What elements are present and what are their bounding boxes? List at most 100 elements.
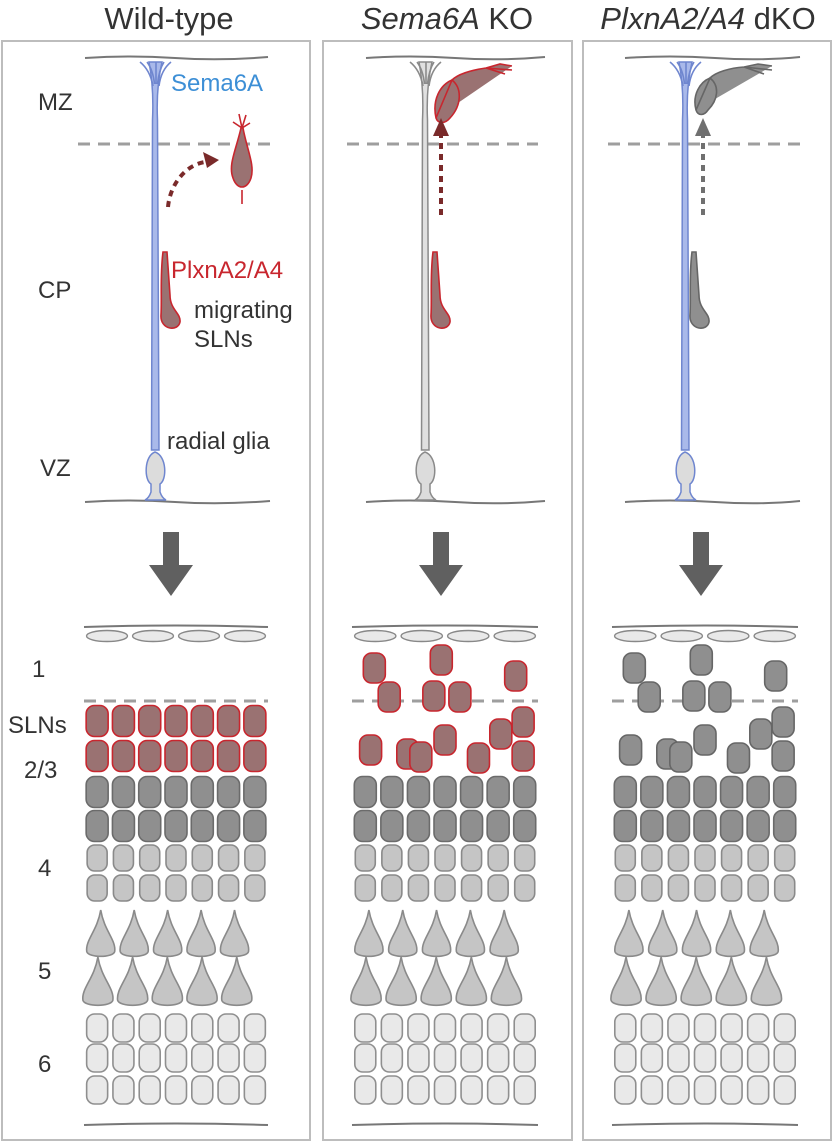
sln-cell: [85, 739, 109, 773]
layer23-cell: [693, 809, 717, 843]
layer4-cell: [244, 844, 266, 872]
layer4-cell: [434, 844, 456, 872]
layer6-cell: [513, 1013, 537, 1043]
layer6-cell: [433, 1013, 457, 1043]
layer4-cell: [434, 874, 456, 902]
radial-glia-blue: [139, 61, 172, 501]
layer6-cell: [613, 1075, 637, 1105]
layer5-pyramidal-cell: [219, 909, 250, 958]
layer-label-23: 2/3: [24, 757, 57, 784]
meningeal-cell: [353, 629, 397, 643]
white-matter-line: [83, 1122, 269, 1126]
sln-cell: [708, 681, 732, 713]
layer23-cell: [459, 809, 484, 843]
title-wildtype: Wild-type: [104, 1, 233, 36]
adult-cortex-sema6a: [350, 624, 539, 1126]
layer23-cell: [693, 775, 717, 809]
layer5-pyramidal-cell: [680, 956, 713, 1007]
layer5-pyramidal-cell: [186, 909, 216, 958]
layer23-cell: [746, 775, 770, 809]
layer23-cell: [640, 775, 664, 809]
layer6-cell: [112, 1043, 135, 1073]
layer23-cell: [190, 775, 215, 809]
sln-cell: [503, 660, 528, 692]
up-arrow-head: [433, 118, 449, 136]
layer23-cell: [772, 809, 797, 843]
layer4-cell: [381, 874, 403, 902]
sln-cell: [693, 724, 717, 756]
layer4-cell: [165, 874, 187, 902]
layer5-pyramidal-cell: [350, 956, 382, 1007]
meningeal-cell: [613, 629, 657, 643]
layer5-pyramidal-cell: [715, 956, 748, 1007]
down-arrow-sema6a: [419, 532, 463, 596]
sln-cell: [488, 718, 513, 750]
layer6-cell: [667, 1075, 690, 1105]
layer23-cell: [486, 775, 510, 809]
layer4-cell: [86, 874, 108, 902]
ventricular-surface-line: [624, 499, 801, 505]
layer4-cell: [217, 874, 240, 902]
sln-cell: [748, 718, 773, 750]
layer23-cell: [243, 809, 267, 843]
white-matter-line: [611, 1122, 799, 1126]
layer4-cell: [641, 844, 663, 872]
layer6-cell: [720, 1013, 743, 1043]
layer4-cell: [138, 874, 161, 902]
sln-cell: [511, 706, 535, 738]
ventricular-surface-line: [84, 499, 271, 505]
meningeal-cell: [85, 629, 129, 643]
layer5-pyramidal-cell: [455, 909, 486, 958]
migrating-neuron-wt: [160, 251, 181, 329]
layer23-cell: [666, 809, 691, 843]
layer6-cell: [613, 1013, 637, 1043]
layer4-cell: [641, 874, 663, 902]
layer4-cell: [354, 874, 377, 902]
layer6-cell: [460, 1043, 483, 1073]
layer5-pyramidal-cell: [116, 956, 149, 1007]
layer6-cell: [773, 1043, 797, 1073]
layer6-cell: [380, 1075, 404, 1105]
layer6-cell: [138, 1043, 162, 1073]
layer6-cell: [667, 1043, 690, 1073]
layer6-cell: [613, 1043, 637, 1073]
sln-cell: [358, 734, 383, 766]
layer-label-slns: SLNs: [8, 712, 67, 739]
layer23-cell: [433, 775, 457, 809]
detached-neuron-wt: [230, 113, 253, 204]
layer23-cell: [613, 775, 638, 809]
layer6-cell: [720, 1043, 743, 1073]
layer23-cell: [353, 809, 378, 843]
layer6-cell: [746, 1043, 770, 1073]
layer23-cell: [719, 809, 744, 843]
layer6-cell: [693, 1075, 717, 1105]
annotation-plxna: PlxnA2/A4: [171, 257, 283, 284]
layer5-pyramidal-cell: [186, 956, 218, 1007]
migrating-neuron-plxna: [689, 251, 710, 329]
sln-cell: [362, 652, 387, 684]
layer4-cell: [667, 844, 690, 872]
layer6-cell: [190, 1075, 214, 1105]
layer23-cell: [772, 775, 797, 809]
sln-cell: [111, 704, 136, 738]
sln-cell: [511, 740, 535, 772]
layer4-cell: [112, 844, 135, 872]
title-plxna-dko: PlxnA2/A4 dKO: [600, 1, 815, 36]
layer-label-5: 5: [38, 958, 51, 985]
layer6-cell: [667, 1013, 690, 1043]
layer6-cell: [433, 1043, 457, 1073]
layer4-cell: [513, 844, 536, 872]
detach-arrow-dotted: [166, 160, 206, 208]
sln-cell: [466, 742, 491, 774]
layer6-cell: [164, 1043, 188, 1073]
pial-surface-line: [83, 624, 269, 628]
sln-cell: [164, 739, 188, 773]
down-arrow-wildtype: [149, 532, 193, 596]
mz-neuron-plxna: [694, 63, 773, 116]
layer23-cell: [746, 809, 770, 843]
layer6-cell: [217, 1075, 240, 1105]
sln-cell: [763, 660, 788, 692]
layer6-cell: [486, 1043, 510, 1073]
layer6-cell: [138, 1075, 162, 1105]
